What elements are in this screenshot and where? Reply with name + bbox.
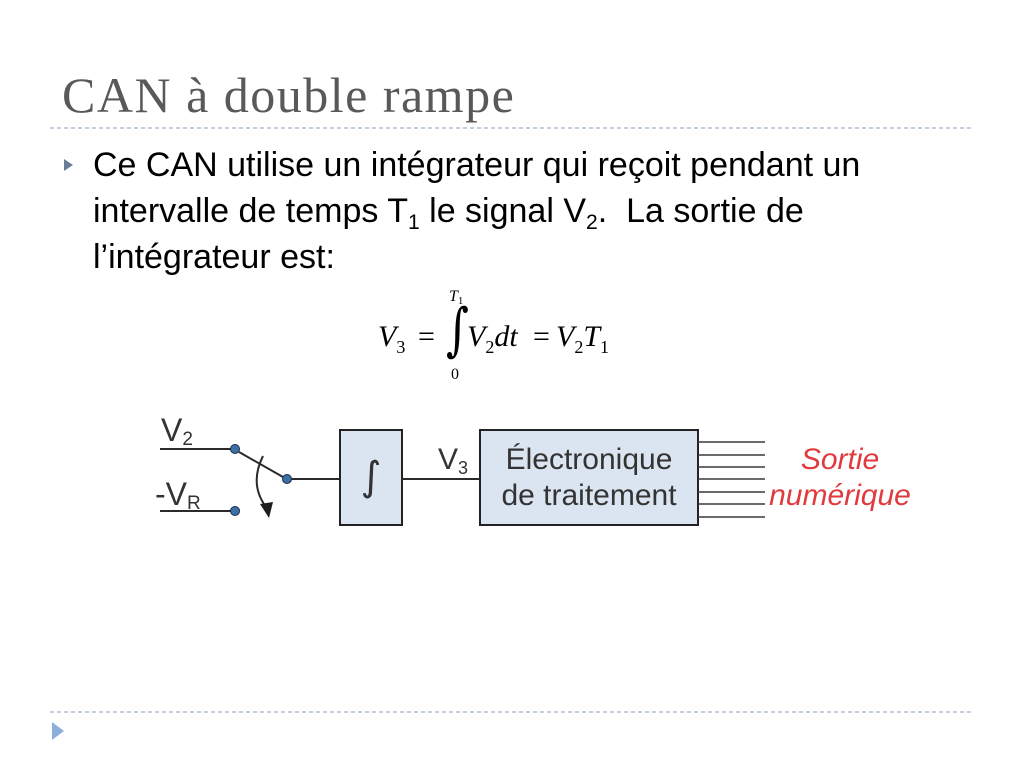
processing-block-line1: Électronique: [506, 443, 673, 476]
integrand-differential: dt: [494, 320, 518, 353]
formula-equals-2: =: [533, 320, 550, 353]
bullet-line-2: intervalle de temps T1 le signal V2. La …: [93, 188, 860, 234]
triangle-nav-icon: [52, 722, 64, 740]
triangle-bullet-icon: [64, 159, 73, 171]
subscript-v2: 2: [586, 210, 598, 234]
switch-arrow-head: [260, 502, 273, 518]
input-minus-vr-base: -V: [155, 476, 188, 512]
formula-rhs: V2T1: [556, 320, 609, 357]
input-v2-label: V2: [161, 412, 193, 450]
bullet-line-2-text-c: . La sortie de: [597, 192, 804, 230]
rhs-term2-sub: 1: [600, 337, 609, 357]
integrator-symbol: ∫: [361, 454, 382, 500]
rhs-term1-sub: 2: [574, 337, 583, 357]
upper-limit-sub: 1: [458, 295, 464, 307]
integrator-output-label: V3: [438, 443, 468, 478]
rhs-term2-base: T: [583, 320, 602, 353]
rhs-term1-base: V: [556, 320, 578, 353]
digital-output-bus: [698, 441, 765, 518]
bullet-line-1: Ce CAN utilise un intégrateur qui reçoit…: [93, 146, 861, 184]
integrator-block: [339, 429, 403, 526]
formula-lhs: V3: [378, 320, 405, 357]
integral-sign: ∫: [446, 297, 469, 363]
input-v2-sub: 2: [182, 429, 193, 450]
dual-slope-adc-diagram: V2 -VR ∫ V3 Électronique de traitement S…: [155, 412, 911, 526]
output-label-line2: numérique: [769, 479, 911, 512]
integrand-sub: 2: [485, 337, 494, 357]
integral-lower-limit: 0: [451, 366, 459, 383]
input-minus-vr-terminal: [230, 506, 240, 516]
integral-upper-limit: T1: [449, 288, 463, 307]
bullet-line-2-text-b: le signal V: [419, 192, 587, 230]
formula-integrand: V2dt: [467, 320, 518, 357]
integral-formula: V3 = ∫ T1 0 V2dt = V2T1: [378, 288, 609, 383]
integrator-output-base: V: [438, 443, 458, 476]
processing-block: [479, 429, 699, 526]
bullet-line-2-text-a: intervalle de temps T: [93, 192, 408, 230]
integrand-base: V: [467, 320, 489, 353]
formula-lhs-sub: 3: [396, 337, 405, 357]
switch-arrow-arc: [255, 455, 267, 508]
switch-arm: [238, 451, 284, 478]
input-v2-terminal: [230, 444, 240, 454]
input-v2-base: V: [161, 412, 183, 448]
output-label-line1: Sortie: [801, 443, 879, 476]
formula-lhs-base: V: [378, 320, 400, 353]
input-minus-vr-label: -VR: [155, 476, 201, 514]
switch-pivot: [282, 474, 292, 484]
processing-block-line2: de traitement: [501, 479, 677, 512]
bullet-line-3: l’intégrateur est:: [93, 238, 335, 276]
integrator-output-sub: 3: [458, 458, 468, 478]
bullet-paragraph: Ce CAN utilise un intégrateur qui reçoit…: [93, 142, 860, 280]
formula-equals-1: =: [418, 320, 435, 353]
upper-limit-base: T: [449, 288, 459, 305]
slide-title: CAN à double rampe: [62, 67, 516, 123]
input-minus-vr-sub: R: [187, 493, 201, 514]
subscript-t1: 1: [407, 210, 420, 234]
